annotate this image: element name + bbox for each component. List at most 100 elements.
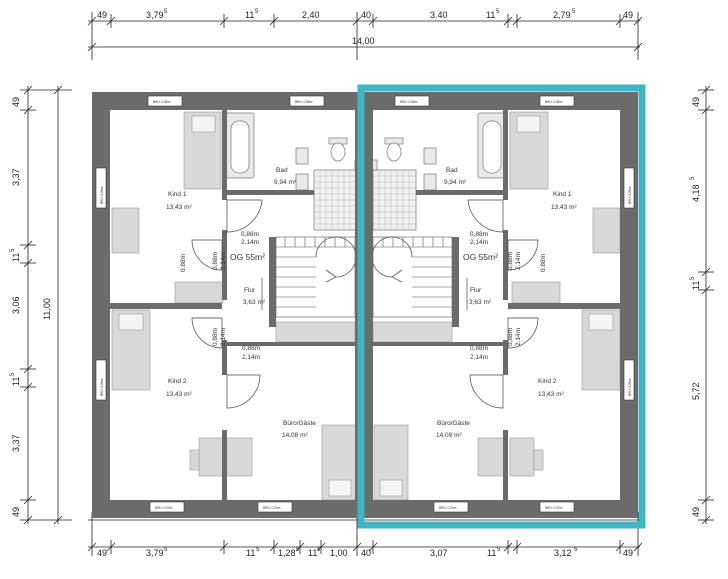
dim-bottom-4-sup: 5 [296,547,300,553]
wall-kind-divider-right [508,303,620,309]
dim-left-4: 3,06 [11,296,21,314]
window-bad-left-top [289,95,325,107]
desk-kind2-left-a [198,437,224,477]
wall-stair-right [452,237,459,327]
window-bad-right-top [394,95,430,107]
dim-top-3-sup: 5 [255,9,259,15]
door-swings [191,199,539,409]
chair-kind2-left [189,449,200,471]
room-area-kind1-right: 13,43 m² [551,204,577,211]
window-kind2-left-bottom [149,501,185,513]
dim-bottom-5-sup: 5 [317,547,321,553]
dim-bottom-7: 40 [361,548,371,558]
dim-top-1: 49 [97,10,107,20]
door-buero-left [226,374,261,409]
dim-top-total: 14,00 [352,36,375,46]
staircase [275,236,453,318]
door-label-7-h: 2,14m [515,328,522,346]
pillow-buero-left [328,479,352,497]
dim-bottom-9: 11 [487,548,496,558]
toilet-bowl-left [330,142,346,162]
dim-top-8: 2,79 [553,10,571,20]
wall-kind2-flur-left [222,340,227,375]
wall-kind1-flur-left [222,230,227,300]
door-label-3-w: 0,88m [212,328,219,346]
dim-right-1: 49 [691,97,701,107]
window-kind1-left-top [147,95,183,107]
top-dimension-chain [87,12,643,60]
window-label-12: BRH: 0,88m [628,378,632,396]
room-name-bad-left: Bad [276,167,288,174]
dim-top-7-sup: 5 [496,9,500,15]
dim-right-2: 4,18 [691,184,701,202]
bathtub-left-inner [230,120,250,174]
dim-right-4: 5,72 [691,382,701,400]
pillow-kind1-right [516,115,541,133]
og-area-left: OG 55m² [230,252,265,262]
dim-left-2: 3,37 [11,168,21,186]
right-dimension-chain [698,85,714,525]
landing-right [372,321,453,343]
room-labels-left: Kind 1 13,43 m² Kind 2 13,43 m² Bad 9,94… [166,167,316,439]
dim-top-2: 3,79 [146,10,164,20]
wardrobe-kind1-right [511,281,561,304]
left-dimension-chain [20,85,72,525]
dim-left-6: 3,37 [11,434,21,452]
door-buero-right [469,374,504,409]
wall-stair-left [269,237,276,327]
wall-kind2-flur-right [503,340,508,375]
desk-kind1-right [592,207,621,254]
dim-left-1: 49 [11,97,21,107]
dim-bottom-8: 3,07 [430,548,448,558]
room-area-kind2-left: 13,43 m² [166,391,192,398]
pillow-kind2-right [588,313,614,331]
chair-kind2-right [533,449,544,471]
dim-bottom-2-sup: 5 [164,547,168,553]
window-kind2-left-side [95,359,107,401]
door-bad-right [467,199,504,233]
room-name-kind1-right: Kind 1 [553,191,572,198]
dim-top-9: 49 [623,10,633,20]
window-label-6: BRH: 0,00m [263,506,281,510]
door-label-6-w: 0,88m [507,252,514,270]
room-area-kind1-left: 13,43 m² [166,204,192,211]
door-label-8-w: 0,88m [470,345,488,352]
top-dimension-labels: 49 3,79 5 11 5 2,40 40 3.40 11 5 2,79 5 … [97,9,633,46]
dim-bottom-4: 1,28 [278,548,296,558]
desk-kind2-right-a [477,437,507,477]
door-labels: 0,88m 2,14m 0,88m 2,14m 0,88m 2,14m 0,88… [180,231,547,361]
window-labels: BRH: 0,88m BRH: 0,88m BRH: 0,88m BRH: 0,… [100,100,632,510]
door-label-6-h: 2,14m [515,252,522,270]
door-kind1-left [191,239,223,271]
door-label-5-w: 0,88m [470,231,488,238]
door-kind1-right [507,239,539,271]
landing-left [275,321,356,343]
dim-right-2-sup: 5 [690,176,696,180]
dim-right-3: 11 [691,281,701,290]
wall-bad-bottom-left [227,190,314,195]
door-label-3-h: 2,14m [220,328,227,346]
door-label-4-w: 0,88m [242,345,260,352]
window-label-8: BRH: 0,00m [545,506,563,510]
dim-top-7: 11 [486,10,495,20]
window-label-9: BRH: 0,88m [100,186,104,204]
room-name-kind2-right: Kind 2 [538,378,557,385]
room-labels-right: Kind 1 13,43 m² Kind 2 13,43 m² Bad 9,94… [436,167,577,439]
wall-landing-left [227,342,355,346]
sink-right-b [423,173,437,191]
door-label-1-w: 0,88m [241,231,259,238]
door-label-1-h: 2,14m [241,239,259,246]
wall-bad-right [503,110,508,200]
dim-top-5: 40 [361,10,371,20]
pillow-kind2-left [118,313,144,331]
dim-top-2-sup: 5 [164,9,168,15]
room-name-flur-right: Flur [470,287,482,294]
room-name-bad-right: Bad [446,167,458,174]
window-buero-right-bottom [433,501,469,513]
wardrobe-kind1-left [174,281,224,304]
window-label-7: BRH: 0,00m [439,506,457,510]
door-label-5-h: 2,14m [470,239,488,246]
desk-kind2-left-b [223,437,253,477]
window-label-5: BRH: 0,00m [155,506,173,510]
